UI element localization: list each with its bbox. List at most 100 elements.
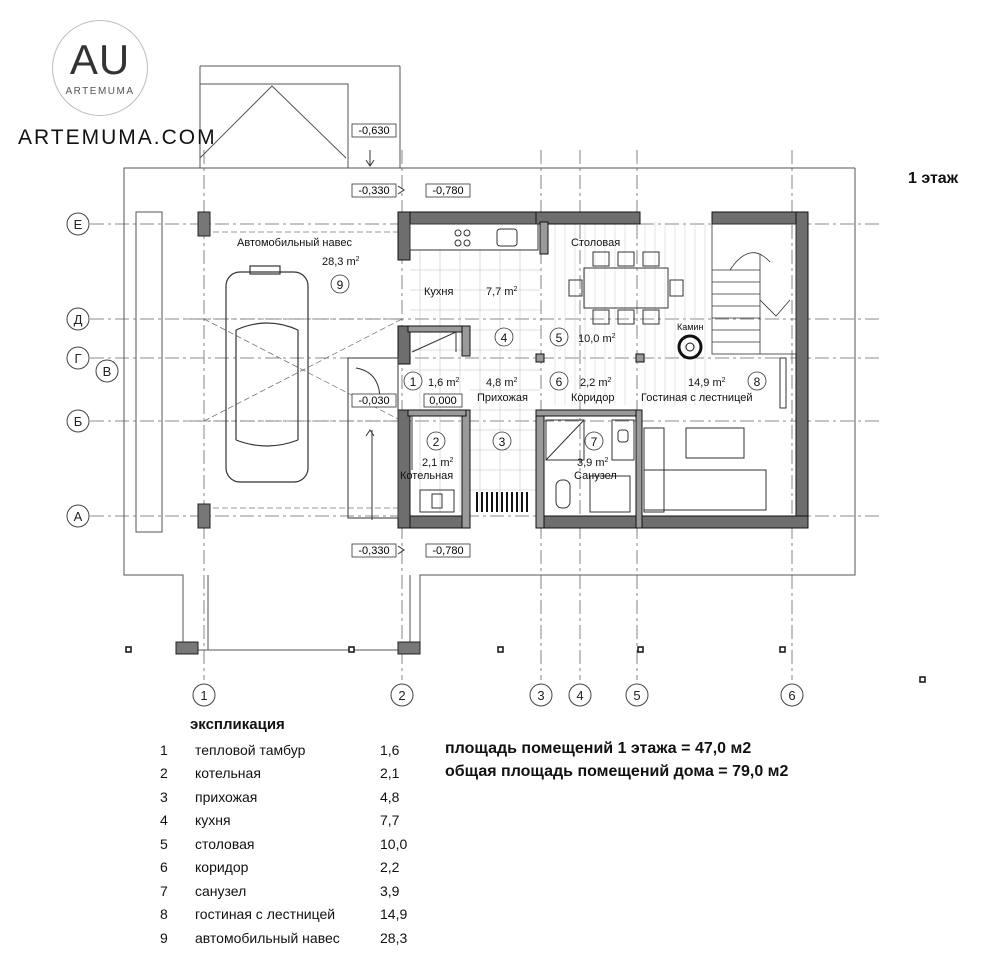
row-area: 28,3 xyxy=(380,929,408,946)
row-number: 9 xyxy=(160,929,168,946)
row-number: 1 xyxy=(160,741,168,758)
hallway-cabinet xyxy=(476,492,528,512)
room-8-name: Гостиная с лестницей xyxy=(641,392,753,404)
room-5-area: 10,0 m2 xyxy=(578,333,616,345)
room-3-number: 3 xyxy=(499,435,506,449)
room-9-area: 28,3 m2 xyxy=(322,256,360,268)
level-mark-top: -0,630 xyxy=(358,125,389,137)
logo: AU ARTEMUMA ARTEMUMA.COM xyxy=(18,18,215,150)
row-name: санузел xyxy=(195,882,247,899)
room-1-area: 1,6 m2 xyxy=(428,377,460,389)
room-2-area: 2,1 m2 xyxy=(422,457,454,469)
room-labels: 1 1,6 m2 2 2,1 m2 Котельная 3 4,8 m2 При… xyxy=(237,237,761,482)
axis-label-d: Д xyxy=(74,312,83,327)
row-area: 7,7 xyxy=(380,812,400,829)
room-3-area: 4,8 m2 xyxy=(486,377,518,389)
room-7-area: 3,9 m2 xyxy=(577,457,609,469)
row-number: 7 xyxy=(160,882,168,899)
level-mark-lower-left: -0,330 xyxy=(358,545,389,557)
room-6-number: 6 xyxy=(556,375,563,389)
logo-subtitle: ARTEMUMA xyxy=(65,86,135,97)
row-name: автомобильный навес xyxy=(195,929,340,946)
explication-row: 7 санузел 3,9 xyxy=(160,879,407,903)
logo-mark: AU xyxy=(69,36,131,83)
room-4-name: Кухня xyxy=(424,286,453,298)
row-area: 4,8 xyxy=(380,788,400,805)
room-4-area: 7,7 m2 xyxy=(486,286,518,298)
level-mark-lower-right: -0,780 xyxy=(432,545,463,557)
axis-label-4: 4 xyxy=(576,688,583,703)
room-2-name: Котельная xyxy=(400,470,453,482)
level-mark-floor: 0,000 xyxy=(429,395,457,407)
entrance-steps xyxy=(347,150,399,520)
room-9-number: 9 xyxy=(337,278,344,292)
explication-row: 6 коридор 2,2 xyxy=(160,856,407,880)
fireplace-icon xyxy=(677,334,703,360)
floor-boards xyxy=(554,222,706,405)
room-2-number: 2 xyxy=(433,435,440,449)
row-number: 6 xyxy=(160,859,168,876)
axis-label-1: 1 xyxy=(200,688,207,703)
row-area: 3,9 xyxy=(380,882,400,899)
row-number: 3 xyxy=(160,788,168,805)
logo-site: ARTEMUMA.COM xyxy=(18,126,217,149)
axis-label-b: Б xyxy=(74,414,83,429)
room-8-number: 8 xyxy=(754,375,761,389)
row-name: гостиная с лестницей xyxy=(195,906,336,923)
level-marks: -0,630 -0,330 -0,780 -0,330 -0,780 -0,03… xyxy=(351,123,471,558)
car-icon xyxy=(225,265,309,483)
axis-label-v: В xyxy=(103,364,112,379)
row-name: столовая xyxy=(195,835,255,852)
row-area: 2,2 xyxy=(380,859,400,876)
room-6-name: Коридор xyxy=(571,392,614,404)
grid-markers xyxy=(125,646,926,683)
entrance-roof xyxy=(199,83,349,169)
staircase xyxy=(711,223,797,355)
row-number: 4 xyxy=(160,812,168,829)
room-5-name: Столовая xyxy=(571,237,620,249)
room-3-name: Прихожая xyxy=(477,392,528,404)
axis-label-6: 6 xyxy=(788,688,795,703)
row-name: кухня xyxy=(195,812,231,829)
room-5-number: 5 xyxy=(556,331,563,345)
explication-row: 1 тепловой тамбур 1,6 xyxy=(160,738,407,762)
row-area: 1,6 xyxy=(380,741,400,758)
row-area: 14,9 xyxy=(380,906,408,923)
axis-label-g: Г xyxy=(74,351,81,366)
interior-walls xyxy=(407,221,645,529)
axis-bubbles-numbers: 1 2 3 4 5 6 xyxy=(192,683,804,707)
axis-label-2: 2 xyxy=(398,688,405,703)
row-area: 10,0 xyxy=(380,835,408,852)
level-mark-upper-left: -0,330 xyxy=(358,185,389,197)
room-8-area: 14,9 m2 xyxy=(688,377,726,389)
site-outline xyxy=(123,65,856,651)
axis-label-5: 5 xyxy=(633,688,640,703)
row-name: тепловой тамбур xyxy=(195,741,306,758)
fireplace-label: Камин xyxy=(677,322,703,332)
row-name: коридор xyxy=(195,859,249,876)
explication-row: 5 столовая 10,0 xyxy=(160,832,407,856)
explication-row: 9 автомобильный навес 28,3 xyxy=(160,926,407,950)
carport-beams xyxy=(186,231,403,509)
floor-title: 1 этаж xyxy=(908,170,959,187)
row-area: 2,1 xyxy=(380,765,400,782)
level-mark-steps: -0,030 xyxy=(358,395,389,407)
row-name: котельная xyxy=(195,765,261,782)
level-mark-upper-right: -0,780 xyxy=(432,185,463,197)
room-9-name: Автомобильный навес xyxy=(237,237,352,249)
axis-bubbles-letters: Е Д Г В Б А xyxy=(66,212,119,528)
area-summary: площадь помещений 1 этажа = 47,0 м2 обща… xyxy=(445,737,788,783)
driveway-strip xyxy=(135,211,163,533)
sofa xyxy=(643,357,787,513)
room-number-circles xyxy=(330,274,767,451)
kitchen-counter xyxy=(409,223,539,353)
row-number: 5 xyxy=(160,835,168,852)
axis-label-3: 3 xyxy=(537,688,544,703)
axis-label-e: Е xyxy=(74,217,83,232)
explication-title: экспликация xyxy=(190,716,285,733)
total-area-summary: общая площадь помещений дома = 79,0 м2 xyxy=(445,763,789,780)
